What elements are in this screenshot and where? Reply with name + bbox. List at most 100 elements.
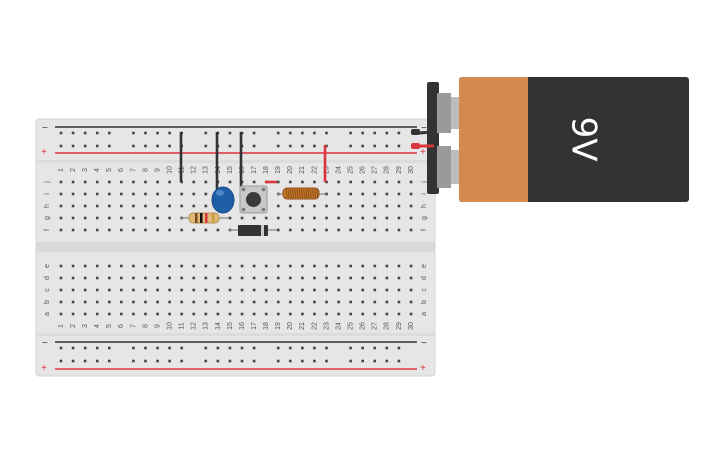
breadboard-hole[interactable] bbox=[132, 144, 135, 148]
breadboard-hole[interactable] bbox=[276, 131, 280, 135]
breadboard-hole[interactable] bbox=[385, 131, 389, 135]
breadboard-hole[interactable] bbox=[349, 180, 352, 184]
breadboard-hole[interactable] bbox=[216, 276, 220, 280]
breadboard-hole[interactable] bbox=[132, 312, 135, 316]
breadboard-hole[interactable] bbox=[288, 131, 292, 135]
breadboard-hole[interactable] bbox=[373, 216, 377, 220]
breadboard-hole[interactable] bbox=[107, 346, 111, 350]
breadboard-hole[interactable] bbox=[397, 312, 401, 316]
breadboard-hole[interactable] bbox=[168, 180, 171, 184]
breadboard-hole[interactable] bbox=[289, 264, 292, 268]
breadboard-hole[interactable] bbox=[337, 204, 340, 208]
breadboard-hole[interactable] bbox=[313, 359, 316, 363]
breadboard-hole[interactable] bbox=[228, 276, 232, 280]
breadboard-hole[interactable] bbox=[168, 288, 171, 292]
breadboard-hole[interactable] bbox=[132, 346, 135, 350]
breadboard-hole[interactable] bbox=[216, 359, 220, 363]
breadboard-hole[interactable] bbox=[144, 144, 147, 148]
breadboard-hole[interactable] bbox=[325, 276, 328, 280]
breadboard-hole[interactable] bbox=[361, 276, 365, 280]
breadboard-hole[interactable] bbox=[95, 359, 99, 363]
battery-9v[interactable]: 9V bbox=[427, 77, 689, 202]
breadboard-hole[interactable] bbox=[252, 180, 256, 184]
breadboard-hole[interactable] bbox=[168, 312, 171, 316]
breadboard-hole[interactable] bbox=[168, 204, 171, 208]
breadboard-hole[interactable] bbox=[264, 216, 268, 220]
breadboard-hole[interactable] bbox=[59, 346, 63, 350]
breadboard-hole[interactable] bbox=[397, 346, 401, 350]
breadboard-hole[interactable] bbox=[276, 264, 280, 268]
breadboard-hole[interactable] bbox=[337, 288, 340, 292]
breadboard-hole[interactable] bbox=[361, 288, 365, 292]
breadboard-hole[interactable] bbox=[409, 180, 413, 184]
breadboard-hole[interactable] bbox=[59, 180, 63, 184]
breadboard-hole[interactable] bbox=[240, 312, 244, 316]
breadboard-hole[interactable] bbox=[373, 300, 377, 304]
breadboard-hole[interactable] bbox=[325, 144, 328, 148]
breadboard-hole[interactable] bbox=[276, 204, 280, 208]
breadboard-hole[interactable] bbox=[107, 276, 111, 280]
breadboard-hole[interactable] bbox=[337, 300, 340, 304]
breadboard-hole[interactable] bbox=[120, 204, 123, 208]
breadboard-hole[interactable] bbox=[240, 300, 244, 304]
breadboard-hole[interactable] bbox=[95, 204, 99, 208]
breadboard-hole[interactable] bbox=[204, 346, 208, 350]
breadboard-hole[interactable] bbox=[337, 180, 340, 184]
breadboard-hole[interactable] bbox=[289, 300, 292, 304]
breadboard-hole[interactable] bbox=[337, 228, 340, 232]
breadboard-hole[interactable] bbox=[228, 359, 232, 363]
breadboard-hole[interactable] bbox=[276, 144, 280, 148]
breadboard-hole[interactable] bbox=[192, 228, 196, 232]
breadboard-hole[interactable] bbox=[107, 216, 111, 220]
breadboard-hole[interactable] bbox=[276, 180, 280, 184]
breadboard-hole[interactable] bbox=[301, 131, 304, 135]
breadboard-hole[interactable] bbox=[132, 359, 135, 363]
breadboard-hole[interactable] bbox=[361, 180, 365, 184]
breadboard-hole[interactable] bbox=[301, 288, 304, 292]
breadboard-hole[interactable] bbox=[337, 312, 340, 316]
breadboard-hole[interactable] bbox=[397, 359, 401, 363]
breadboard-hole[interactable] bbox=[325, 346, 328, 350]
breadboard-hole[interactable] bbox=[59, 300, 63, 304]
breadboard-hole[interactable] bbox=[276, 288, 280, 292]
breadboard-hole[interactable] bbox=[156, 131, 159, 135]
breadboard-hole[interactable] bbox=[397, 192, 401, 196]
wires[interactable] bbox=[179, 132, 327, 194]
breadboard-hole[interactable] bbox=[95, 192, 99, 196]
breadboard-hole[interactable] bbox=[132, 180, 135, 184]
breadboard-hole[interactable] bbox=[228, 312, 232, 316]
breadboard-hole[interactable] bbox=[144, 346, 147, 350]
breadboard-hole[interactable] bbox=[252, 346, 256, 350]
battery-lead-red-plug[interactable] bbox=[411, 143, 420, 149]
breadboard-hole[interactable] bbox=[144, 276, 147, 280]
breadboard-hole[interactable] bbox=[409, 228, 413, 232]
breadboard-hole[interactable] bbox=[83, 180, 87, 184]
breadboard-hole[interactable] bbox=[59, 228, 63, 232]
breadboard-hole[interactable] bbox=[59, 192, 63, 196]
breadboard-hole[interactable] bbox=[288, 359, 292, 363]
breadboard-hole[interactable] bbox=[397, 300, 401, 304]
breadboard-hole[interactable] bbox=[83, 359, 87, 363]
breadboard-hole[interactable] bbox=[120, 216, 123, 220]
breadboard-hole[interactable] bbox=[252, 276, 256, 280]
breadboard-hole[interactable] bbox=[349, 300, 352, 304]
breadboard-hole[interactable] bbox=[361, 346, 364, 350]
breadboard-hole[interactable] bbox=[59, 359, 63, 363]
battery-leads[interactable] bbox=[411, 129, 435, 149]
breadboard-hole[interactable] bbox=[385, 144, 389, 148]
breadboard-hole[interactable] bbox=[313, 216, 316, 220]
breadboard-hole[interactable] bbox=[192, 288, 196, 292]
breadboard-hole[interactable] bbox=[180, 276, 183, 280]
breadboard-hole[interactable] bbox=[132, 264, 135, 268]
breadboard-hole[interactable] bbox=[361, 131, 364, 135]
breadboard-hole[interactable] bbox=[71, 276, 75, 280]
breadboard-hole[interactable] bbox=[313, 312, 316, 316]
breadboard-hole[interactable] bbox=[120, 300, 123, 304]
breadboard-hole[interactable] bbox=[132, 228, 135, 232]
breadboard-hole[interactable] bbox=[385, 228, 389, 232]
breadboard-hole[interactable] bbox=[120, 288, 123, 292]
breadboard-hole[interactable] bbox=[325, 288, 328, 292]
breadboard-hole[interactable] bbox=[385, 264, 389, 268]
breadboard-hole[interactable] bbox=[71, 359, 75, 363]
breadboard-hole[interactable] bbox=[337, 216, 340, 220]
